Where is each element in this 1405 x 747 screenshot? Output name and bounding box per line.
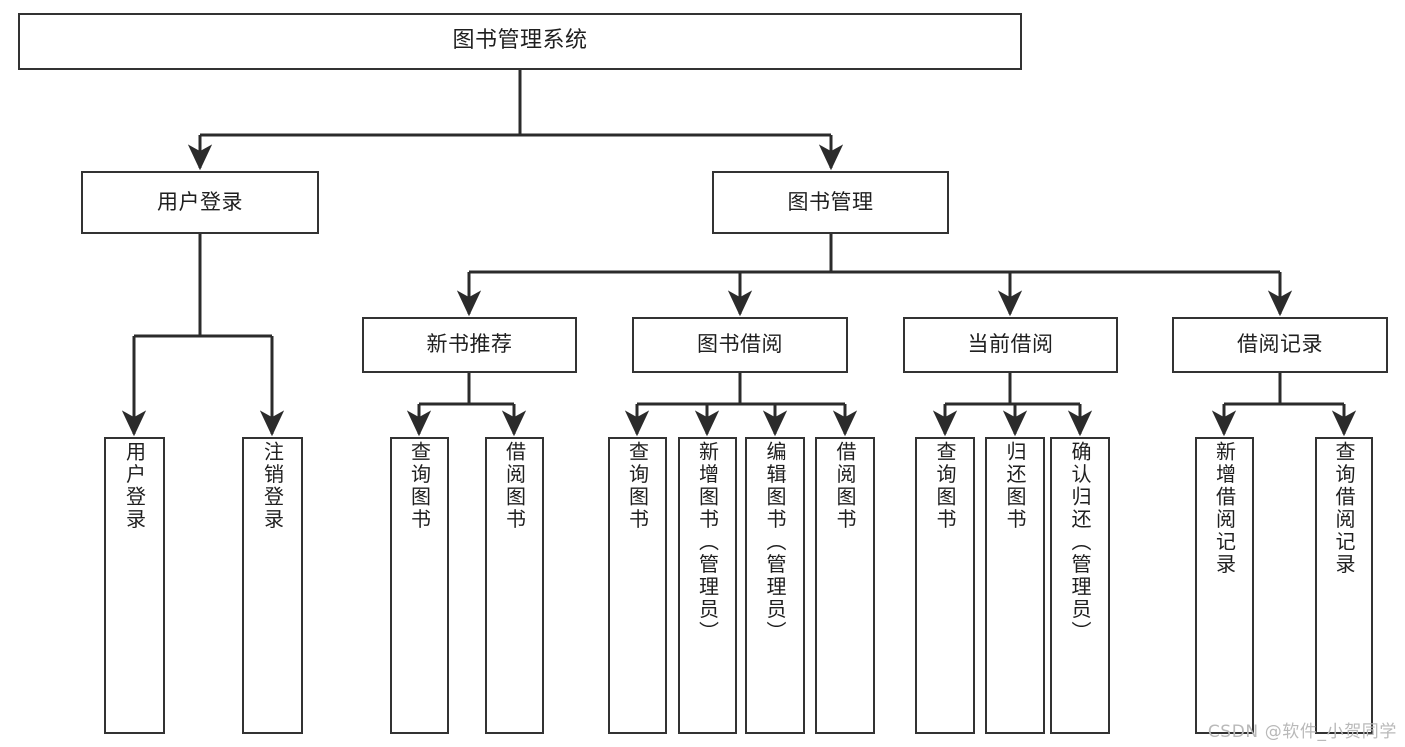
leaf-confirm-return-label: 确认归还（管理员） xyxy=(1068,441,1092,644)
leaf-add-book-label: 新增图书（管理员） xyxy=(695,441,720,644)
leaf-confirm-return[interactable]: 确认归还（管理员） xyxy=(1050,437,1110,734)
leaf-borrow-book-1-label: 借阅图书 xyxy=(502,441,527,531)
node-new-book-recommend[interactable]: 新书推荐 xyxy=(362,317,577,373)
node-current-borrow-label: 当前借阅 xyxy=(967,332,1054,357)
leaf-logout-label: 注销登录 xyxy=(260,441,285,531)
node-book-borrow-label: 图书借阅 xyxy=(697,332,783,357)
leaf-query-book-1[interactable]: 查询图书 xyxy=(390,437,449,734)
leaf-user-login[interactable]: 用户登录 xyxy=(104,437,165,734)
node-user-login-label: 用户登录 xyxy=(157,189,243,214)
leaf-add-record-label: 新增借阅记录 xyxy=(1212,441,1237,576)
node-root[interactable]: 图书管理系统 xyxy=(18,13,1022,70)
node-book-borrow[interactable]: 图书借阅 xyxy=(632,317,848,373)
leaf-query-record-label: 查询借阅记录 xyxy=(1332,441,1356,576)
leaf-add-book[interactable]: 新增图书（管理员） xyxy=(678,437,737,734)
leaf-borrow-book-1[interactable]: 借阅图书 xyxy=(485,437,544,734)
node-current-borrow[interactable]: 当前借阅 xyxy=(903,317,1118,373)
node-new-book-recommend-label: 新书推荐 xyxy=(426,332,513,357)
leaf-query-book-3[interactable]: 查询图书 xyxy=(915,437,975,734)
leaf-query-book-1-label: 查询图书 xyxy=(407,441,432,531)
node-borrow-record[interactable]: 借阅记录 xyxy=(1172,317,1388,373)
leaf-query-book-2[interactable]: 查询图书 xyxy=(608,437,667,734)
leaf-return-book-label: 归还图书 xyxy=(1003,441,1027,531)
node-book-manage[interactable]: 图书管理 xyxy=(712,171,949,234)
csdn-watermark: CSDN @软件_小贺同学 xyxy=(1207,722,1397,742)
leaf-edit-book-label: 编辑图书（管理员） xyxy=(763,441,787,644)
leaf-query-book-3-label: 查询图书 xyxy=(933,441,957,531)
leaf-return-book[interactable]: 归还图书 xyxy=(985,437,1045,734)
leaf-add-record[interactable]: 新增借阅记录 xyxy=(1195,437,1254,734)
node-user-login[interactable]: 用户登录 xyxy=(81,171,319,234)
leaf-user-login-label: 用户登录 xyxy=(122,441,147,531)
node-borrow-record-label: 借阅记录 xyxy=(1237,332,1323,357)
leaf-borrow-book-2-label: 借阅图书 xyxy=(833,441,857,531)
node-root-label: 图书管理系统 xyxy=(452,28,588,54)
leaf-borrow-book-2[interactable]: 借阅图书 xyxy=(815,437,875,734)
leaf-edit-book[interactable]: 编辑图书（管理员） xyxy=(745,437,805,734)
leaf-query-record[interactable]: 查询借阅记录 xyxy=(1315,437,1373,734)
node-book-manage-label: 图书管理 xyxy=(787,189,874,214)
leaf-query-book-2-label: 查询图书 xyxy=(625,441,650,531)
leaf-logout[interactable]: 注销登录 xyxy=(242,437,303,734)
